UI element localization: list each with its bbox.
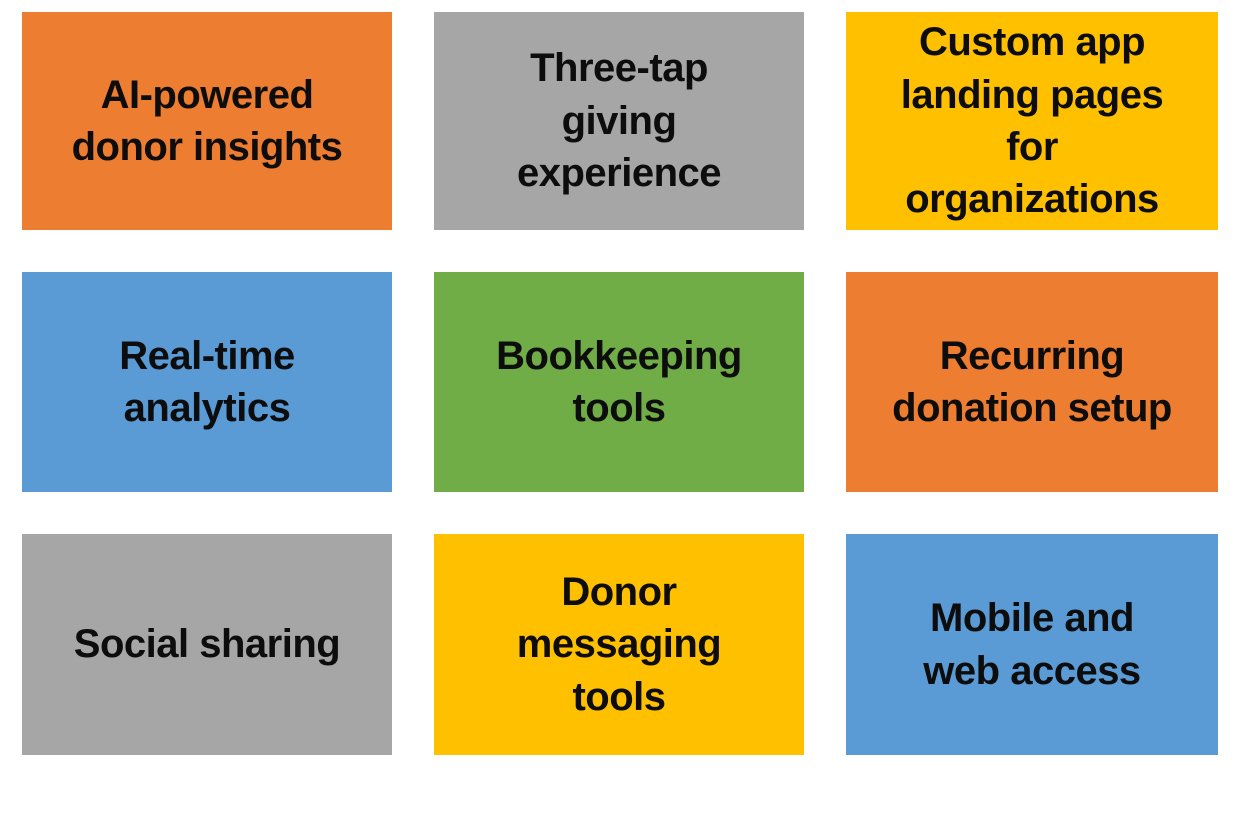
tile-label-mobile-and-web-access: Mobile and web access (923, 596, 1141, 693)
tile-real-time-analytics: Real-time analytics (22, 272, 392, 492)
tile-label-real-time-analytics: Real-time analytics (119, 333, 295, 430)
tile-bookkeeping-tools: Bookkeeping tools (434, 272, 804, 492)
tile-label-custom-app-landing-pages: Custom app landing pages for organizatio… (900, 20, 1164, 222)
tile-label-donor-messaging-tools: Donor messaging tools (516, 569, 722, 719)
tile-mobile-and-web-access: Mobile and web access (846, 534, 1218, 755)
tile-label-social-sharing: Social sharing (73, 622, 341, 667)
tile-label-ai-powered-donor-insights: AI-powered donor insights (71, 72, 343, 169)
tile-donor-messaging-tools: Donor messaging tools (434, 534, 804, 755)
tile-label-bookkeeping-tools: Bookkeeping tools (496, 333, 742, 430)
tile-recurring-donation-setup: Recurring donation setup (846, 272, 1218, 492)
feature-grid: AI-powered donor insights Three-tap givi… (22, 12, 1218, 755)
tile-label-three-tap-giving-experience: Three-tap giving experience (516, 46, 722, 196)
tile-social-sharing: Social sharing (22, 534, 392, 755)
tile-ai-powered-donor-insights: AI-powered donor insights (22, 12, 392, 230)
tile-label-recurring-donation-setup: Recurring donation setup (892, 333, 1172, 430)
tile-three-tap-giving-experience: Three-tap giving experience (434, 12, 804, 230)
tile-custom-app-landing-pages: Custom app landing pages for organizatio… (846, 12, 1218, 230)
